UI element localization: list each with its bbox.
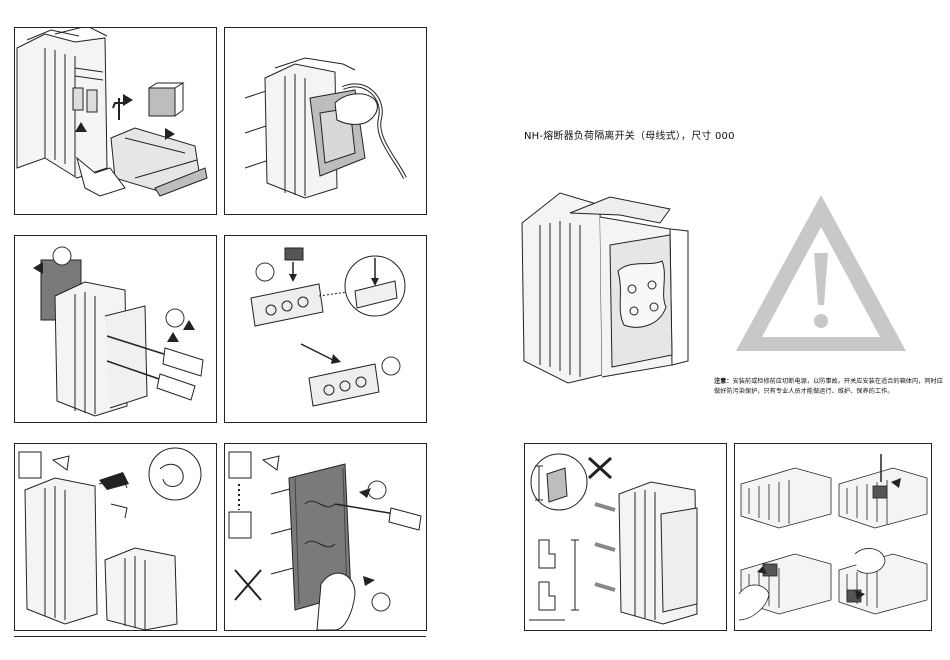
illustration-panel-5 — [14, 443, 217, 631]
illustration-panel-1 — [14, 27, 217, 215]
illustration-panel-3 — [14, 235, 217, 423]
warning-triangle-icon — [734, 193, 908, 353]
illustration-panel-8 — [734, 443, 932, 631]
page-title: NH-熔断器负荷隔离开关（母线式），尺寸 000 — [524, 127, 735, 142]
warning-label: 注意： — [714, 378, 733, 385]
illustration-panel-6 — [224, 443, 427, 631]
footer-rule — [14, 636, 426, 637]
illustration-panel-2 — [224, 27, 427, 215]
warning-text: 安装前或检修前应切断电源，以防事故。开关应安装在适合的箱体内，同时应做好防污染保… — [714, 378, 943, 395]
product-illustration — [520, 185, 690, 385]
safety-warning: 注意：安装前或检修前应切断电源，以防事故。开关应安装在适合的箱体内，同时应做好防… — [714, 377, 944, 397]
illustration-panel-4 — [224, 235, 427, 423]
illustration-panel-7 — [524, 443, 727, 631]
